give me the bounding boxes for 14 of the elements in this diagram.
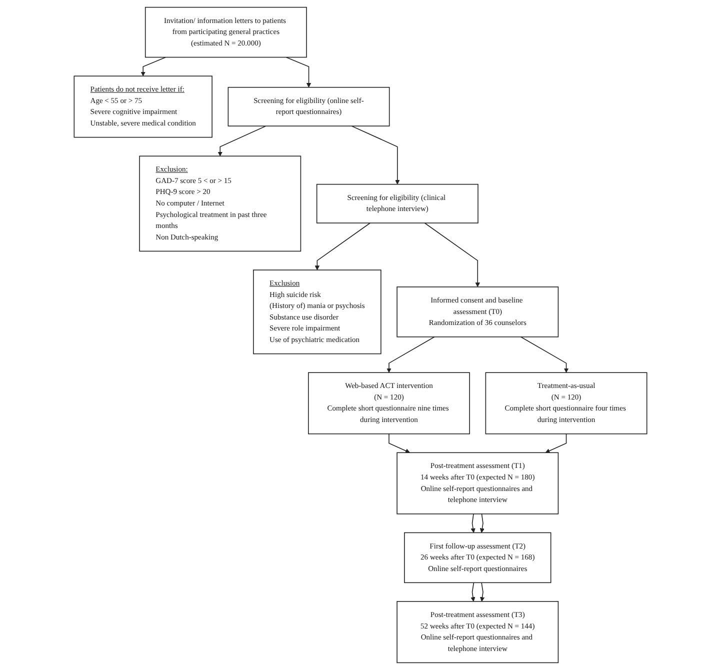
arrow bbox=[314, 222, 371, 270]
arrow bbox=[470, 582, 476, 602]
arrow bbox=[386, 336, 435, 373]
arrow bbox=[470, 514, 476, 533]
arrow bbox=[351, 126, 400, 185]
arrow bbox=[520, 336, 569, 373]
arrow bbox=[286, 56, 312, 88]
arrow bbox=[388, 433, 410, 454]
arrow bbox=[545, 433, 567, 454]
arrow bbox=[480, 582, 485, 602]
arrow bbox=[480, 514, 485, 533]
arrow bbox=[424, 222, 480, 288]
arrow bbox=[218, 126, 266, 156]
arrow bbox=[140, 56, 166, 76]
